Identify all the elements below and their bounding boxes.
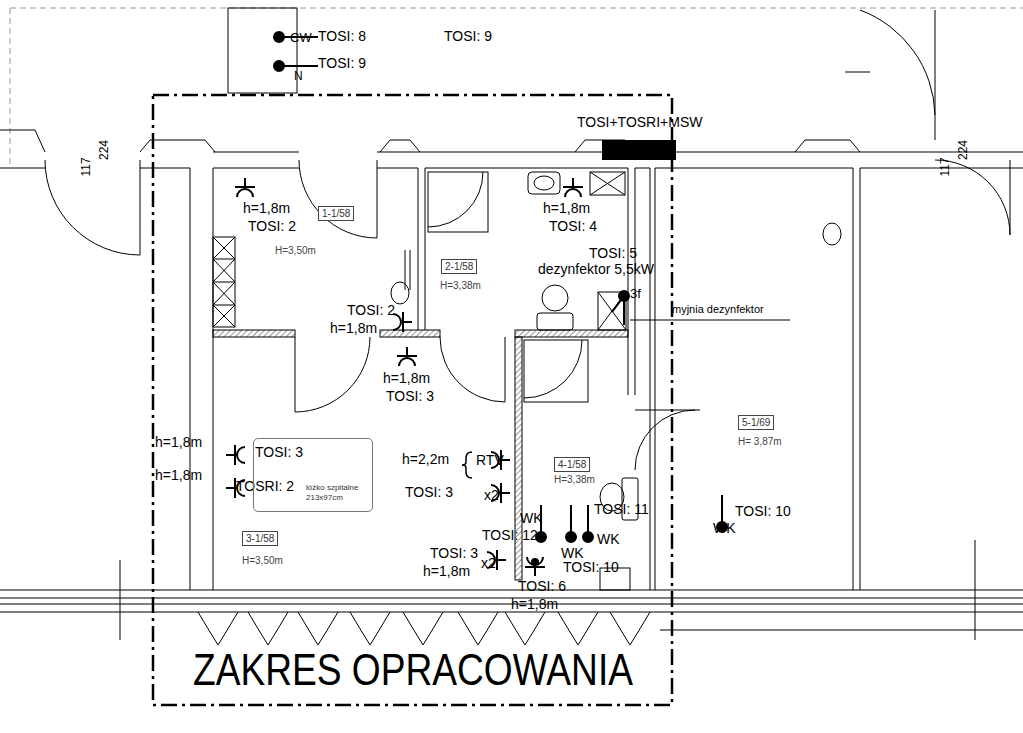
node-text: 3-1/58 [246,533,274,544]
annotation: h=1,8m [243,201,290,215]
dimension-label: 224 [957,140,969,160]
board-symbol [602,140,676,160]
annotation: N [294,70,303,82]
annotation: TOSI: 9 [318,56,366,70]
annotation: TOSI: 8 [318,29,366,43]
annotation: myjnia dezynfektor [672,304,764,315]
annotation: h=2,2m [402,452,449,466]
annotation: H=3,38m [440,281,481,291]
annotation: H=3,38m [554,475,595,485]
annotation: x2 [484,488,499,502]
region-label: ZAKRES OPRACOWANIA [193,648,633,692]
annotation: H=3,50m [242,556,283,566]
annotation: TOSI: 10 [735,504,791,518]
annotation: TOSI: 3 [405,485,453,499]
dimension-label: 224 [98,140,110,160]
annotation: h=1,8m [155,468,202,482]
annotation: WK [713,521,736,535]
annotation: h=1,8m [511,597,558,611]
annotation: TOSI: 4 [549,219,597,233]
annotation: TOSI: 6 [518,579,566,593]
hospital-bed: łóżko szpitalne 213x97cm [253,438,373,512]
annotation: dezynfektor 5,5kW [538,262,654,276]
annotation: TOSI: 2 [347,303,395,317]
annotation: CW [290,31,312,44]
node-text: TOSI+TOSRI+MSW [577,114,703,130]
node-text: 4-1/58 [558,459,586,470]
annotation: 3f [630,287,641,300]
node-text: łóżko szpitalne 213x97cm [306,483,370,502]
annotation: TOSI: 9 [444,29,492,43]
annotation: h=1,8m [423,564,470,578]
annotation: TOSI: 12 [482,528,538,542]
annotation: WK [520,511,543,525]
annotation: TOSRI: 2 [236,479,294,493]
room-number-box: 1-1/58 [318,206,354,221]
annotation: H=3,50m [275,246,316,256]
node-text: 1-1/58 [322,208,350,219]
annotation: TOSI: 3 [255,445,303,459]
room-number-box: 2-1/58 [441,259,477,274]
annotation: TOSI: 5 [589,246,637,260]
node-text: 5-1/69 [742,417,770,428]
dimension-label: 117 [939,157,951,176]
annotation: WK [561,546,584,560]
annotation: h=1,8m [155,435,202,449]
dimension-label: 117 [80,157,92,176]
annotation: TOSI: 3 [386,389,434,403]
annotation: h=1,8m [543,201,590,215]
node-text: 2-1/58 [445,261,473,272]
annotation: TOSI: 10 [563,560,619,574]
annotation: x2 [481,556,496,570]
annotation: TOSI: 2 [248,219,296,233]
room-number-box: 5-1/69 [738,415,774,430]
room-number-box: 4-1/58 [554,457,590,472]
annotation: h=1,8m [383,371,430,385]
annotation: WK [597,532,620,546]
room-number-box: 3-1/58 [242,531,278,546]
annotation: H= 3,87m [738,437,782,447]
annotation: h=1,8m [330,321,377,335]
annotation: RTV [476,453,504,467]
distribution-board: TOSI+TOSRI+MSW [577,114,703,130]
annotation: TOSI: 3 [430,546,478,560]
annotation: TOSI: 11 [594,502,649,516]
